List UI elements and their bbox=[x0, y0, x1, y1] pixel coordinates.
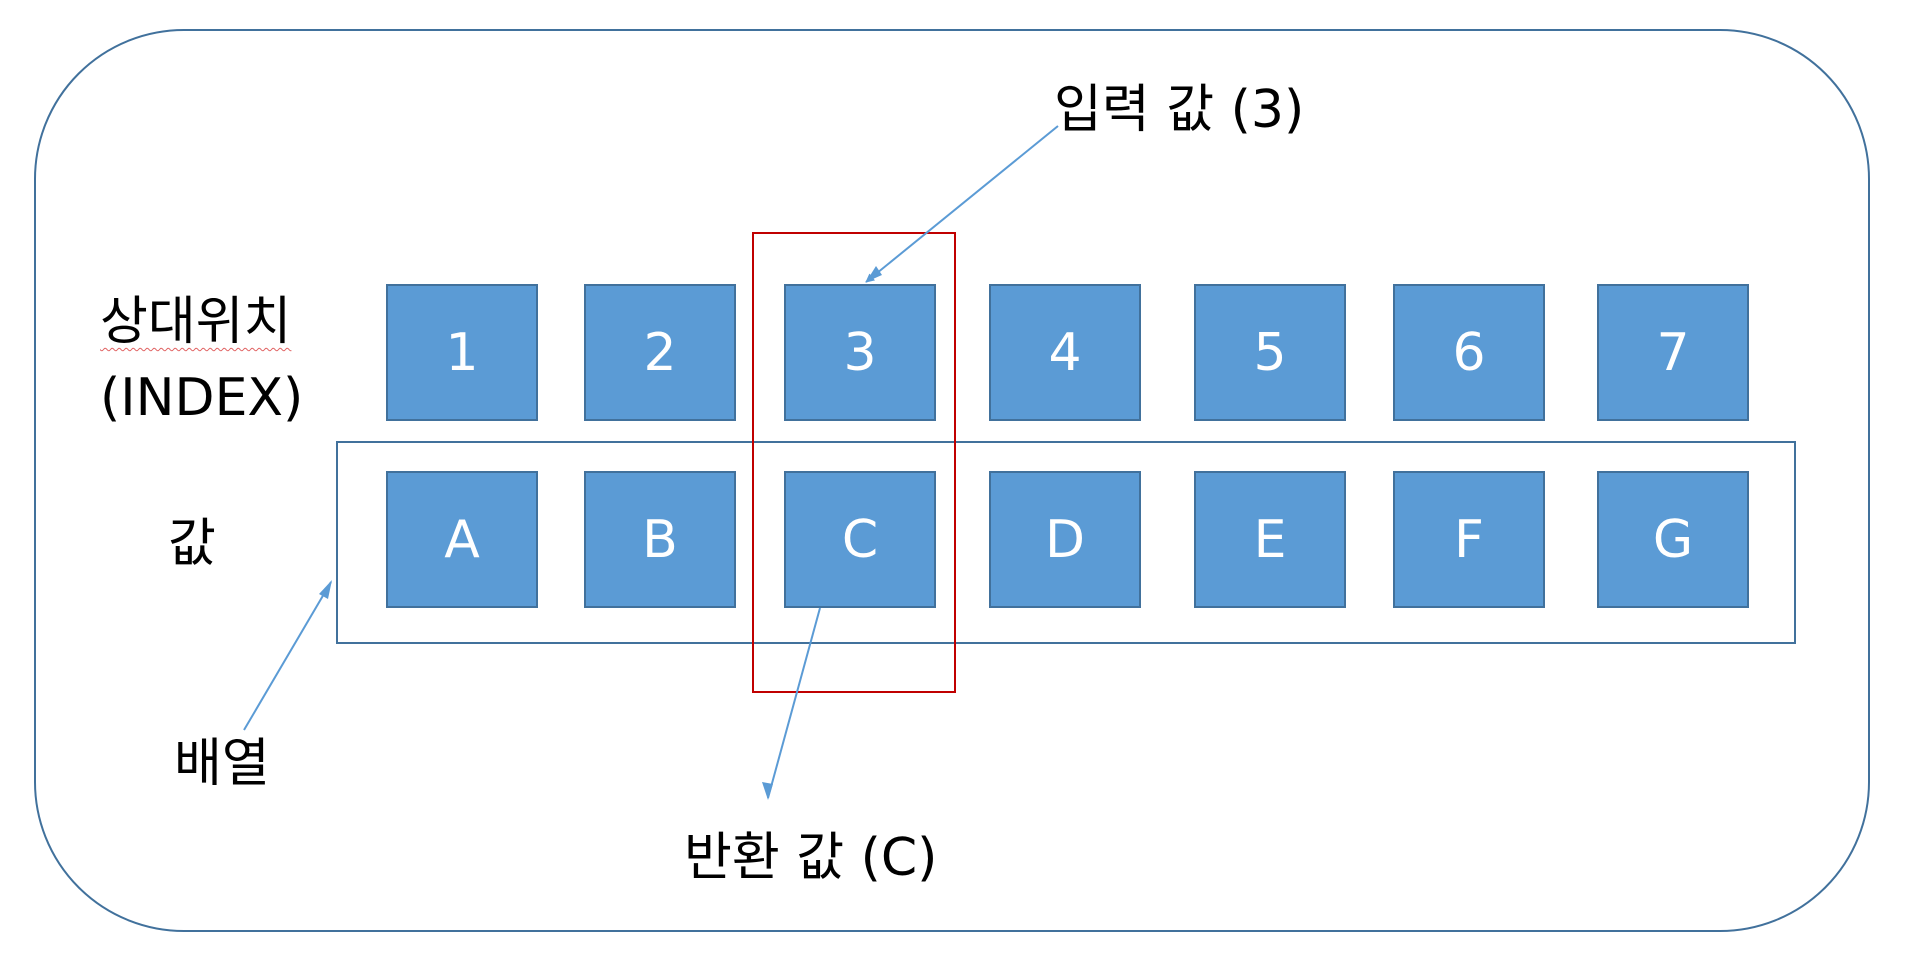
index-cell-3: 3 bbox=[784, 284, 936, 421]
index-cell-6: 6 bbox=[1393, 284, 1545, 421]
selection-highlight-box bbox=[752, 232, 956, 693]
value-cell-a: A bbox=[386, 471, 538, 608]
array-box bbox=[336, 441, 1796, 644]
return-value-label: 반환 값 (C) bbox=[684, 828, 938, 888]
input-value-label: 입력 값 (3) bbox=[1054, 80, 1305, 140]
value-cell-e: E bbox=[1194, 471, 1346, 608]
diagram-frame bbox=[34, 29, 1870, 932]
value-cell-d: D bbox=[989, 471, 1141, 608]
array-label: 배열 bbox=[174, 734, 270, 794]
value-label: 값 bbox=[168, 514, 216, 574]
value-cell-b: B bbox=[584, 471, 736, 608]
index-cell-2: 2 bbox=[584, 284, 736, 421]
value-cell-g: G bbox=[1597, 471, 1749, 608]
value-cell-c: C bbox=[784, 471, 936, 608]
index-label: 상대위치 bbox=[100, 292, 292, 352]
index-label-english: (INDEX) bbox=[100, 368, 304, 428]
index-cell-5: 5 bbox=[1194, 284, 1346, 421]
index-cell-1: 1 bbox=[386, 284, 538, 421]
value-cell-f: F bbox=[1393, 471, 1545, 608]
index-cell-7: 7 bbox=[1597, 284, 1749, 421]
index-cell-4: 4 bbox=[989, 284, 1141, 421]
